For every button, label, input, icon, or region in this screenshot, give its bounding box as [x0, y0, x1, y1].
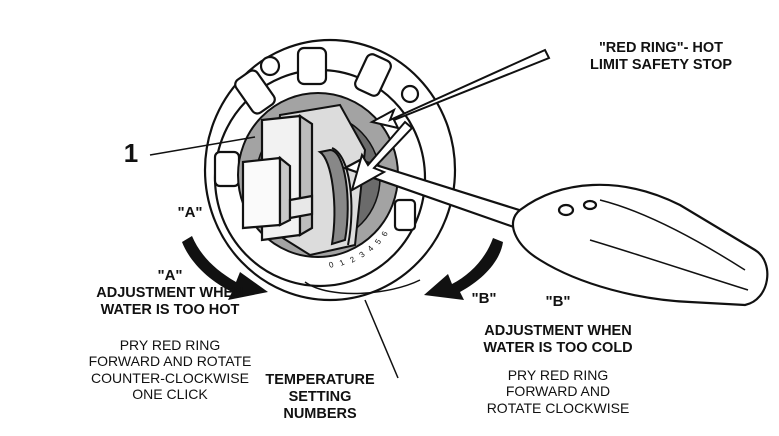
- b-instr-line1: PRY RED RING: [507, 366, 609, 383]
- a-instr-line3: COUNTER-CLOCKWISE: [91, 369, 249, 386]
- screwdriver: [342, 158, 769, 307]
- b-instr-line2: FORWARD AND: [505, 383, 611, 400]
- part-1-leader: [149, 136, 256, 156]
- a-instr-line2: FORWARD AND ROTATE: [88, 353, 252, 370]
- temperature-setting-label: TEMPERATURE SETTING NUMBERS: [250, 372, 390, 423]
- dial-number: 2: [348, 254, 357, 264]
- arrow-a-counterclockwise: [182, 236, 268, 300]
- red-ring-label-line1: "RED RING"- HOT: [598, 40, 724, 56]
- a-instruction-block: "A" ADJUSTMENT WHEN WATER IS TOO HOT PRY…: [70, 267, 270, 403]
- dial-number: 1: [338, 258, 346, 268]
- a-instr-line1: PRY RED RING: [119, 336, 221, 353]
- dial-number: 4: [366, 244, 376, 254]
- part-number-label: 1: [123, 138, 139, 168]
- arrow-b-clockwise: [424, 238, 503, 300]
- hot-limit-arrow: [350, 48, 551, 193]
- red-ring-label-line2: LIMIT SAFETY STOP: [589, 57, 733, 74]
- temperature-line1: TEMPERATURE: [265, 372, 375, 388]
- temperature-line3: NUMBERS: [283, 406, 357, 423]
- temperature-line2: SETTING: [288, 389, 352, 406]
- b-title: "B": [545, 293, 571, 310]
- b-instr-line3: ROTATE CLOCKWISE: [486, 399, 630, 416]
- adjustment-lever: [241, 113, 314, 242]
- a-marker: "A": [177, 204, 203, 221]
- dial-number: 0: [328, 260, 336, 270]
- a-instr-line4: ONE CLICK: [132, 386, 208, 403]
- dial-number: 3: [358, 249, 368, 259]
- b-instruction-block: "B" ADJUSTMENT WHEN WATER IS TOO COLD PR…: [458, 293, 658, 416]
- temperature-bracket: [304, 279, 421, 295]
- a-heading-line1: ADJUSTMENT WHEN: [96, 284, 244, 301]
- b-marker: "B": [471, 290, 497, 307]
- dial-number: 5: [373, 237, 383, 246]
- b-heading-line1: ADJUSTMENT WHEN: [484, 322, 632, 339]
- b-heading-line2: WATER IS TOO COLD: [483, 339, 633, 356]
- a-title: "A": [157, 267, 183, 284]
- a-heading-line2: WATER IS TOO HOT: [100, 301, 240, 318]
- temperature-leader: [364, 299, 399, 379]
- dial-scale: 0 1 2 3 4 5 6: [328, 229, 390, 269]
- red-ring-label: "RED RING"- HOT LIMIT SAFETY STOP: [556, 40, 766, 74]
- dial-number: 6: [380, 229, 390, 237]
